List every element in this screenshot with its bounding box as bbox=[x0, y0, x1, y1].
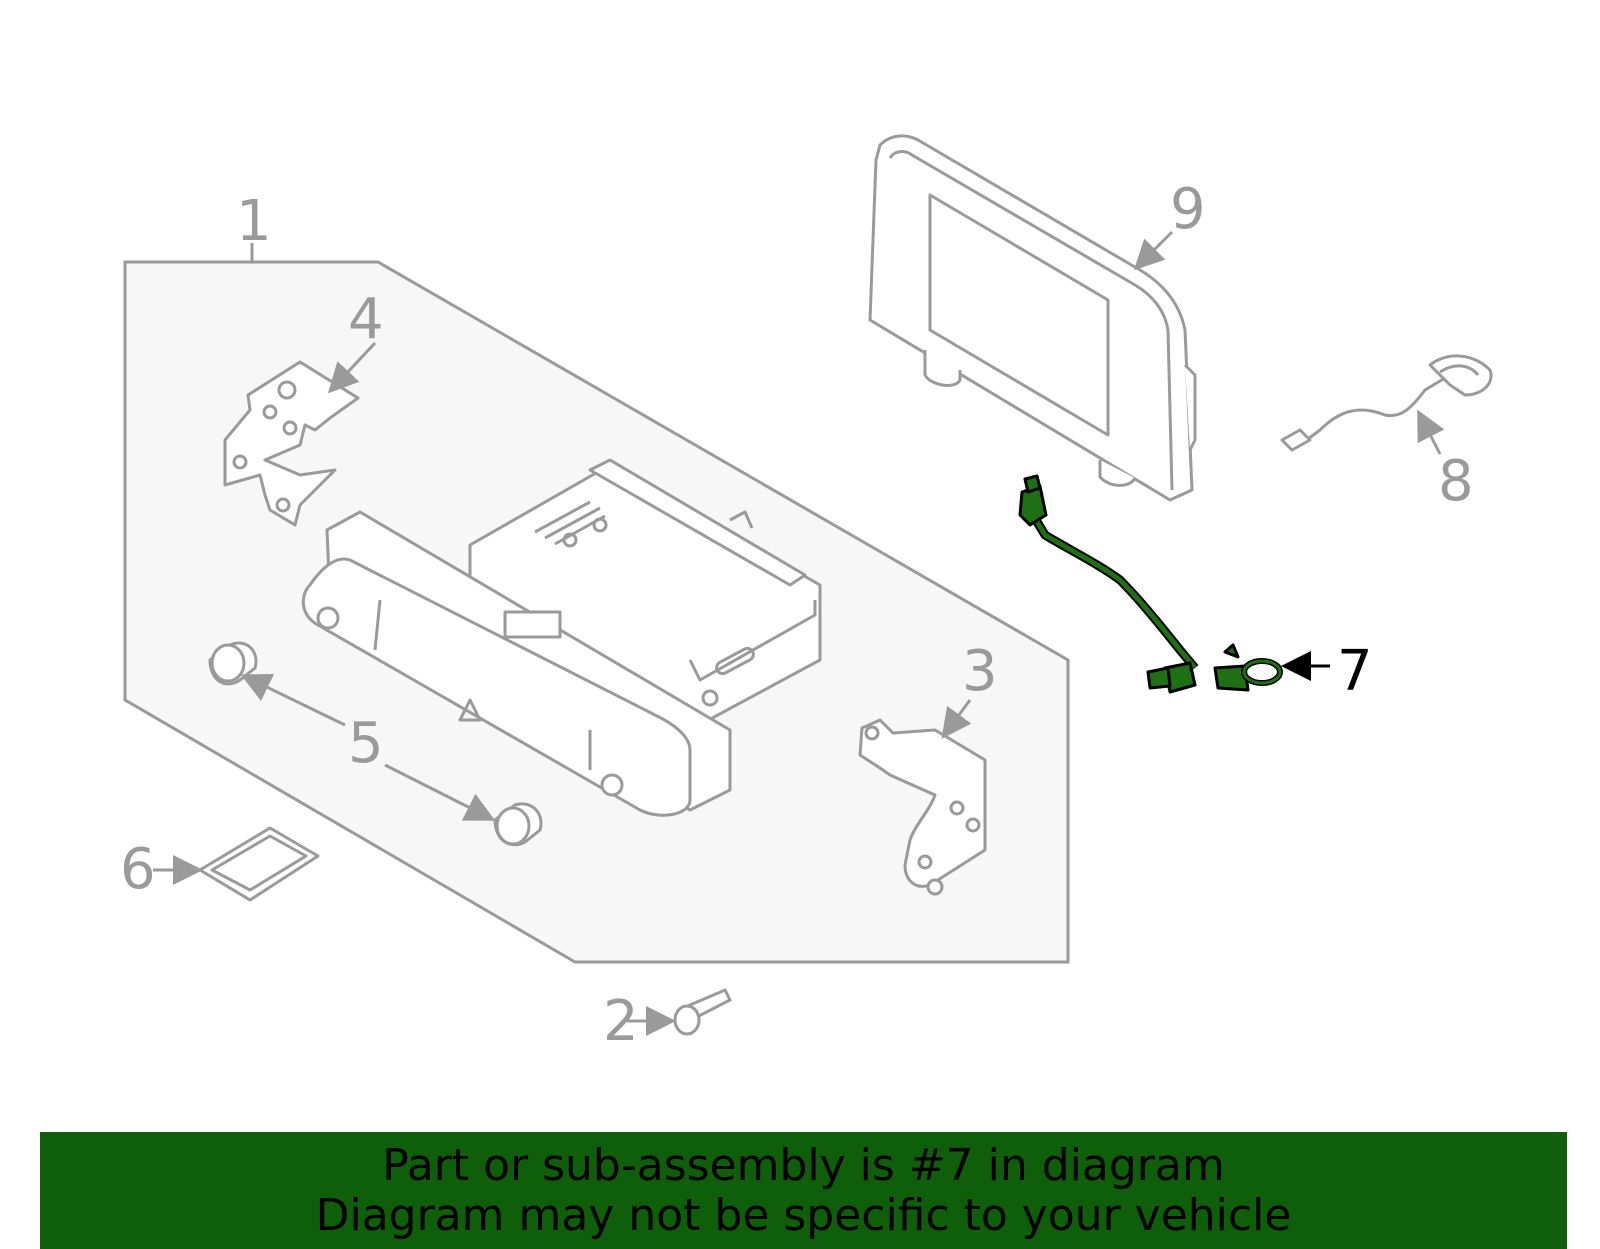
leader-5-lower bbox=[384, 763, 496, 821]
knob-part-5-lower bbox=[493, 802, 543, 847]
leader-5-upper bbox=[240, 673, 346, 727]
leader-9 bbox=[1133, 230, 1174, 271]
callout-3: 3 bbox=[962, 639, 998, 704]
leader-8 bbox=[1417, 409, 1445, 455]
harness-part-7 bbox=[1018, 474, 1283, 694]
bracket-part-3 bbox=[858, 718, 987, 896]
callout-6: 6 bbox=[120, 837, 156, 902]
callout-4: 4 bbox=[348, 287, 384, 352]
display-screen-part-9 bbox=[868, 134, 1197, 502]
bracket-part-4 bbox=[223, 360, 360, 527]
head-unit-part-1 bbox=[301, 458, 822, 817]
callout-1: 1 bbox=[236, 189, 272, 254]
knob-part-5-upper bbox=[208, 641, 258, 686]
cable-part-8 bbox=[1280, 354, 1493, 452]
callout-8: 8 bbox=[1438, 449, 1474, 514]
callout-5: 5 bbox=[348, 711, 384, 776]
banner-line-part-info: Part or sub-assembly is #7 in diagram bbox=[382, 1140, 1225, 1191]
callout-7: 7 bbox=[1337, 639, 1373, 704]
callout-9: 9 bbox=[1170, 177, 1206, 242]
leader-lines bbox=[153, 230, 1445, 1036]
callout-2: 2 bbox=[603, 989, 639, 1054]
pad-part-6 bbox=[198, 826, 320, 902]
screw-part-2 bbox=[673, 988, 733, 1036]
leader-3 bbox=[941, 699, 972, 739]
leader-4 bbox=[327, 341, 377, 394]
banner-line-disclaimer: Diagram may not be specific to your vehi… bbox=[315, 1190, 1292, 1241]
info-banner: Part or sub-assembly is #7 in diagram Di… bbox=[40, 1132, 1567, 1249]
